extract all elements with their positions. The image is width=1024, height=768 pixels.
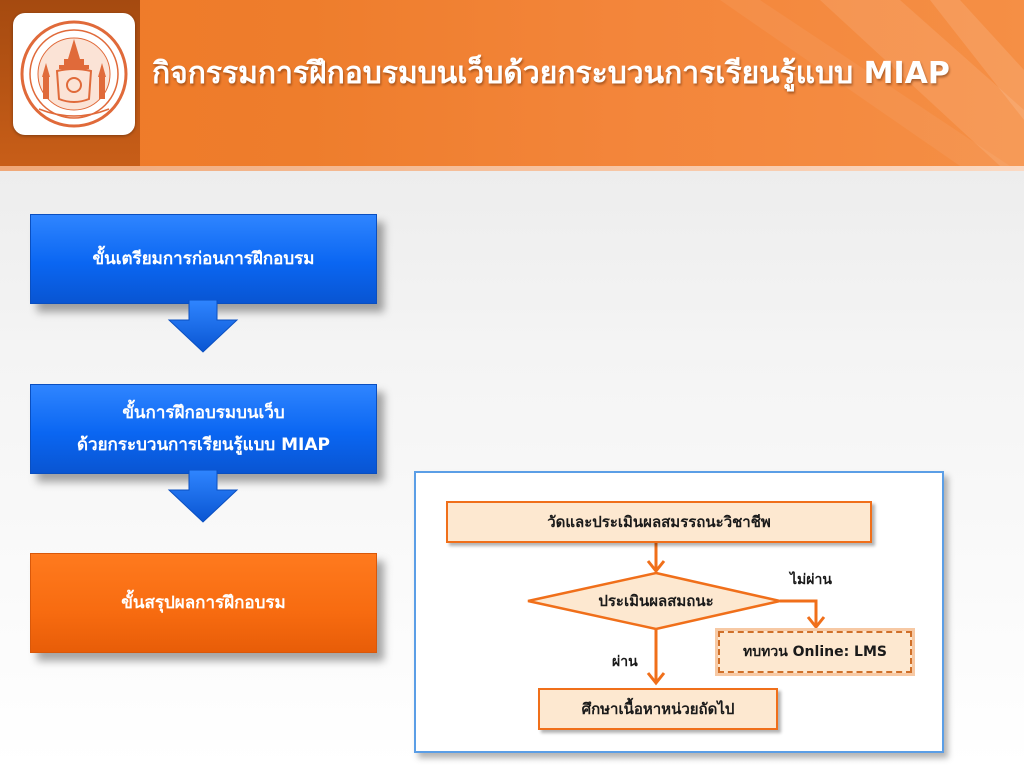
flowchart-connectors bbox=[527, 541, 826, 686]
step-web-training: ขั้นการฝึกอบรมบนเว็บ ด้วยกระบวนการเรียนร… bbox=[30, 384, 377, 474]
step-summary: ขั้นสรุปผลการฝึกอบรม bbox=[30, 553, 377, 653]
assess-competency-box: วัดและประเมินผลสมรรถนะวิชาชีพ bbox=[446, 501, 872, 543]
decision-label: ประเมินผลสมถนะ bbox=[598, 592, 714, 610]
logo-box bbox=[13, 13, 135, 135]
next-unit-box: ศึกษาเนื้อหาหน่วยถัดไป bbox=[538, 688, 778, 730]
page-title: กิจกรรมการฝึกอบรมบนเว็บด้วยกระบวนการเรีย… bbox=[152, 56, 950, 91]
step-web-training-line-2: ด้วยกระบวนการเรียนรู้แบบ MIAP bbox=[77, 435, 330, 455]
assess-competency-label: วัดและประเมินผลสมรรถนะวิชาชีพ bbox=[547, 513, 771, 531]
review-online-lms-label: ทบทวน Online: LMS bbox=[743, 644, 887, 660]
university-seal-icon bbox=[20, 20, 128, 128]
step-preparation: ขั้นเตรียมการก่อนการฝึกอบรม bbox=[30, 214, 377, 304]
header-banner: กิจกรรมการฝึกอบรมบนเว็บด้วยกระบวนการเรีย… bbox=[0, 0, 1024, 166]
down-arrow-icon bbox=[167, 470, 239, 523]
header-divider bbox=[0, 166, 1024, 171]
pass-label: ผ่าน bbox=[612, 654, 638, 670]
step-web-training-line-1: ขั้นการฝึกอบรมบนเว็บ bbox=[122, 403, 285, 423]
assessment-flowchart-panel: วัดและประเมินผลสมรรถนะวิชาชีพ ประเมินผลส… bbox=[414, 471, 944, 753]
review-online-lms-box: ทบทวน Online: LMS bbox=[718, 631, 912, 673]
down-arrow-icon bbox=[167, 300, 239, 353]
decision-diamond bbox=[527, 571, 781, 631]
step-summary-label: ขั้นสรุปผลการฝึกอบรม bbox=[121, 593, 286, 613]
next-unit-label: ศึกษาเนื้อหาหน่วยถัดไป bbox=[581, 700, 735, 718]
step-preparation-label: ขั้นเตรียมการก่อนการฝึกอบรม bbox=[92, 249, 315, 269]
fail-label: ไม่ผ่าน bbox=[790, 572, 832, 588]
